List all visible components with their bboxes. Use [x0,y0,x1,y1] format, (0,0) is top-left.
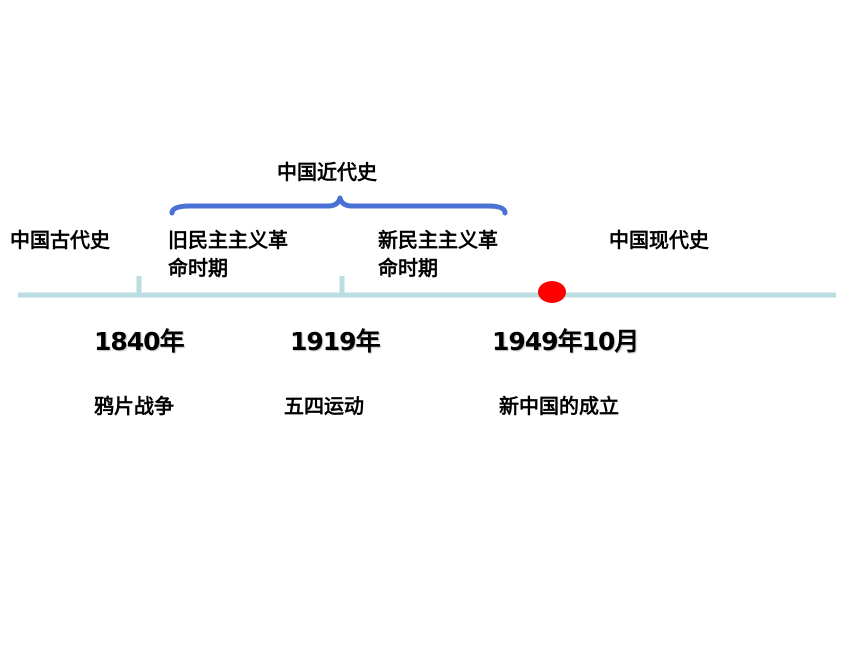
event-prc-founding: 新中国的成立 [499,394,619,418]
event-may-fourth: 五四运动 [284,394,364,418]
period-modern: 中国现代史 [609,228,709,252]
year-1949: 1949年10月 [492,327,639,356]
period-ancient: 中国古代史 [10,228,110,252]
period-new-democratic: 新民主主义革 命时期 [378,226,498,282]
period-new-democratic-line2: 命时期 [378,256,438,280]
brace-label: 中国近代史 [277,160,377,184]
year-1840: 1840年 [94,327,185,356]
period-new-democratic-line1: 新民主主义革 [378,228,498,252]
event-opium-war: 鸦片战争 [94,394,174,418]
modern-history-brace [169,195,508,216]
period-old-democratic-line1: 旧民主主义革 [168,228,288,252]
period-old-democratic-line2: 命时期 [168,256,228,280]
marker-1949 [538,281,566,303]
period-old-democratic: 旧民主主义革 命时期 [168,226,288,282]
year-1919: 1919年 [290,327,381,356]
